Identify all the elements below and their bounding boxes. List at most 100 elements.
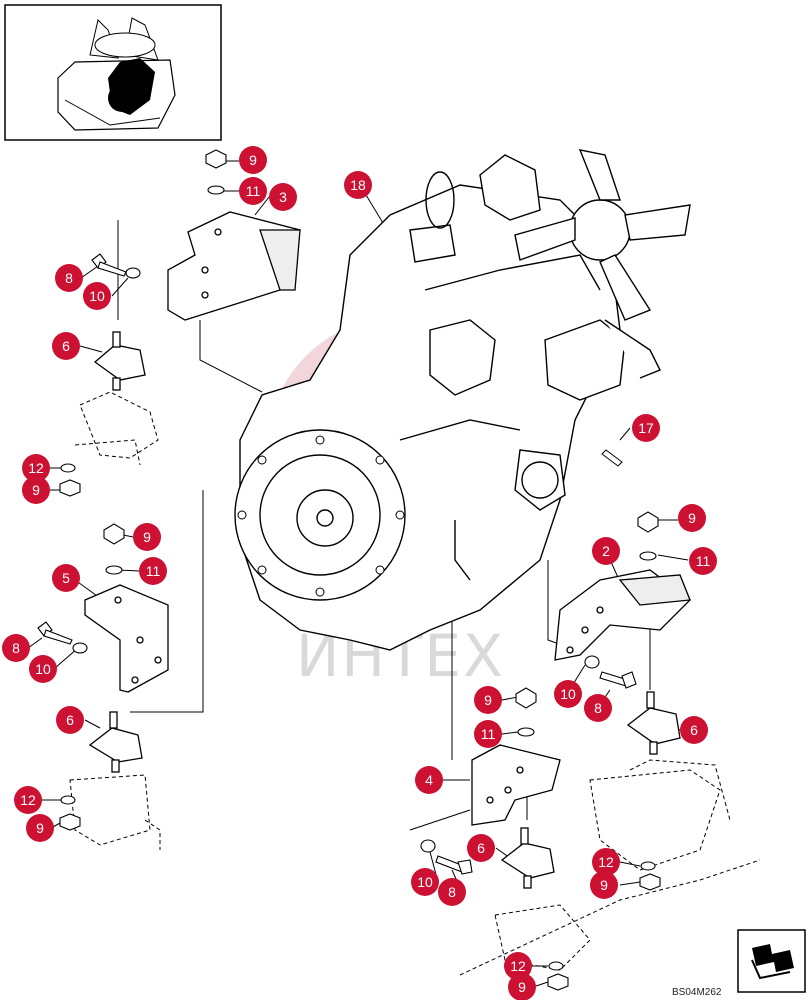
washer-12 <box>60 463 76 473</box>
callout-label: 10 <box>417 874 433 890</box>
bolt-8 <box>91 253 127 277</box>
fasteners <box>37 149 661 991</box>
bolt-8 <box>435 855 473 875</box>
mount-6-a <box>93 331 146 391</box>
callout-9: 9 <box>133 523 161 551</box>
callout-label: 10 <box>560 686 576 702</box>
callout-6: 6 <box>467 834 495 862</box>
callout-label: 9 <box>143 529 151 545</box>
callout-marker <box>52 564 80 592</box>
callout-label: 5 <box>62 570 70 586</box>
callout-9: 9 <box>22 476 50 504</box>
locator-inset <box>4 4 222 141</box>
nut-9 <box>515 687 537 709</box>
callout-marker <box>474 686 502 714</box>
callout-label: 8 <box>448 884 456 900</box>
callout-marker <box>22 454 50 482</box>
callout-marker <box>554 680 582 708</box>
nut-9 <box>103 523 125 545</box>
callout-marker <box>415 766 443 794</box>
callout-label: 9 <box>518 979 526 995</box>
callout-6: 6 <box>52 332 80 360</box>
mount-6-d <box>500 827 555 889</box>
callout-label: 9 <box>688 510 696 526</box>
callout-label: 9 <box>32 482 40 498</box>
callout-label: 9 <box>484 692 492 708</box>
callout-marker <box>269 183 297 211</box>
callout-2: 2 <box>592 537 620 565</box>
callout-label: 12 <box>20 792 36 808</box>
callout-10: 10 <box>29 655 57 683</box>
nut-9 <box>205 149 227 169</box>
callout-marker <box>689 547 717 575</box>
callout-label: 6 <box>66 712 74 728</box>
callout-label: 4 <box>425 772 433 788</box>
callout-marker <box>590 871 618 899</box>
bolt-8 <box>37 621 73 645</box>
callout-3: 3 <box>269 183 297 211</box>
callout-10: 10 <box>411 868 439 896</box>
callout-marker <box>2 634 30 662</box>
callout-10: 10 <box>554 680 582 708</box>
bracket-3 <box>167 211 301 321</box>
callout-12: 12 <box>592 848 620 876</box>
engine-mounts <box>88 331 681 889</box>
nut-9 <box>59 479 81 497</box>
washer-11 <box>207 185 225 195</box>
next-page-arrow-icon[interactable] <box>737 929 806 993</box>
callout-marker <box>678 504 706 532</box>
callout-marker <box>22 476 50 504</box>
callout-marker <box>438 878 466 906</box>
nut-9 <box>59 813 81 831</box>
callout-marker <box>83 282 111 310</box>
callout-marker <box>592 537 620 565</box>
callout-marker <box>14 786 42 814</box>
callout-12: 12 <box>504 952 532 980</box>
callout-label: 6 <box>62 338 70 354</box>
callout-label: 8 <box>12 640 20 656</box>
callout-label: 8 <box>594 700 602 716</box>
callout-9: 9 <box>590 871 618 899</box>
callout-8: 8 <box>55 264 83 292</box>
callout-label: 11 <box>246 183 261 199</box>
bracket-4 <box>471 744 561 826</box>
mount-6-c <box>626 691 681 755</box>
callout-4: 4 <box>415 766 443 794</box>
callout-marker <box>344 171 372 199</box>
callout-8: 8 <box>438 878 466 906</box>
callout-marker <box>504 952 532 980</box>
callout-9: 9 <box>26 814 54 842</box>
callout-9: 9 <box>508 973 536 1000</box>
mount-6-b <box>88 711 143 773</box>
callout-label: 9 <box>600 877 608 893</box>
callout-label: 18 <box>350 177 366 193</box>
callout-11: 11 <box>474 720 502 748</box>
callout-marker <box>139 557 167 585</box>
callout-label: 9 <box>36 820 44 836</box>
callout-marker <box>29 655 57 683</box>
engine-assembly <box>234 154 661 651</box>
callout-12: 12 <box>14 786 42 814</box>
callout-12: 12 <box>22 454 50 482</box>
callout-label: 10 <box>35 661 51 677</box>
washer-10 <box>584 655 600 669</box>
callout-8: 8 <box>584 694 612 722</box>
callout-marker <box>467 834 495 862</box>
callout-label: 6 <box>690 722 698 738</box>
callout-marker <box>411 868 439 896</box>
callout-marker <box>632 414 660 442</box>
washer-11 <box>105 565 123 575</box>
washer-11 <box>639 551 657 561</box>
callout-label: 10 <box>89 288 105 304</box>
callout-marker <box>133 523 161 551</box>
callout-label: 12 <box>510 958 526 974</box>
nut-9 <box>637 511 659 533</box>
callout-18: 18 <box>344 171 372 199</box>
callout-17: 17 <box>632 414 660 442</box>
cooling-fan <box>514 149 691 321</box>
washer-10 <box>72 642 88 654</box>
washer-12 <box>60 795 76 805</box>
nut-9 <box>547 973 569 991</box>
callout-5: 5 <box>52 564 80 592</box>
